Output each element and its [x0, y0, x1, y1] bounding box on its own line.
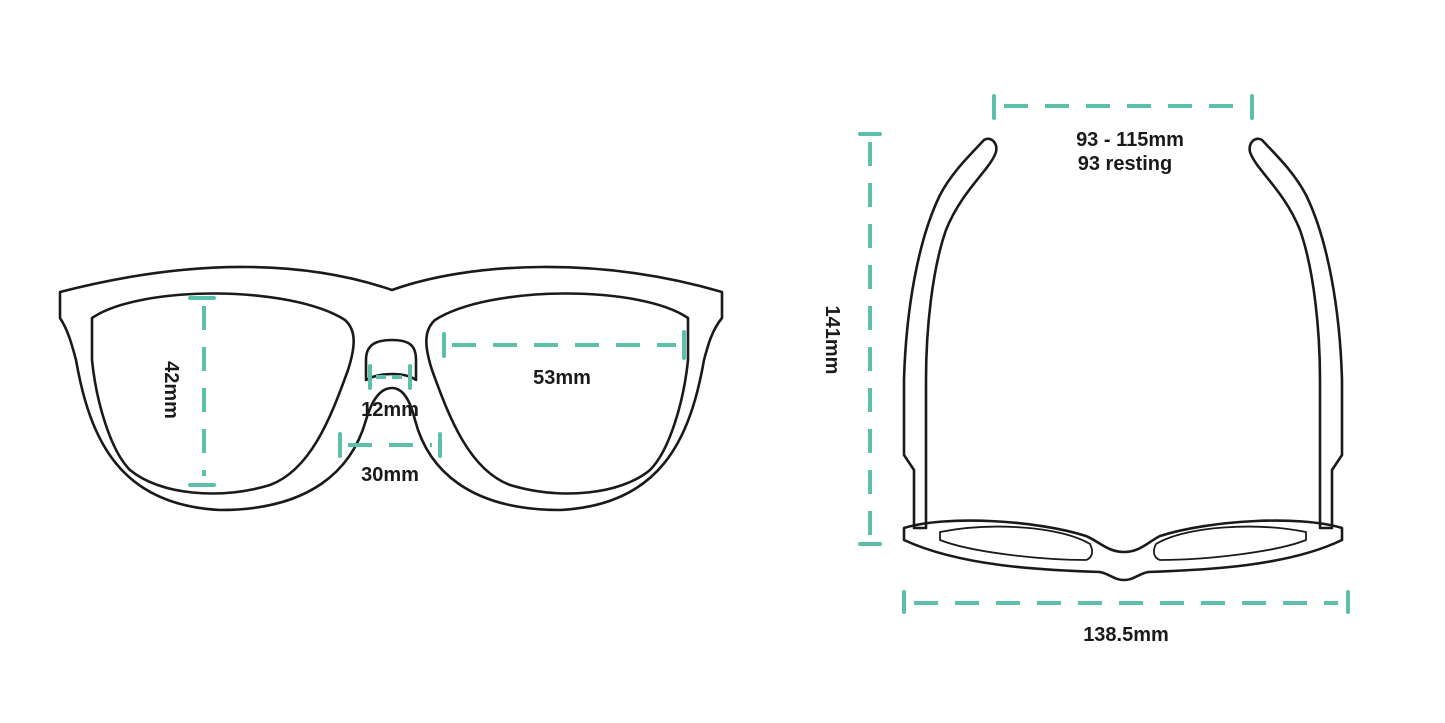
lens-width-dimension	[442, 330, 686, 360]
right-temple	[1248, 137, 1344, 530]
temple-length-label: 141mm	[821, 306, 843, 375]
bridge-width-label: 12mm	[361, 399, 419, 421]
frame-width-dimension	[902, 590, 1350, 614]
bridge-width-dimension	[368, 364, 412, 390]
left-lens-top	[939, 525, 1093, 561]
frame-width-label: 138.5mm	[1083, 624, 1169, 646]
left-lens	[90, 292, 355, 495]
right-lens	[425, 292, 690, 495]
frame-outline	[58, 265, 724, 512]
lens-width-label: 53mm	[533, 367, 591, 389]
bridge-spacing-dimension	[338, 432, 442, 458]
temple-length-dimension	[858, 132, 882, 546]
nose-bridge	[364, 338, 418, 382]
lens-height-label: 42mm	[160, 361, 182, 419]
right-lens-top	[1153, 525, 1307, 561]
temple-spread-label-line1: 93 - 115mm	[1076, 129, 1184, 151]
lens-height-dimension	[188, 296, 216, 487]
temple-spread-label-line2: 93 resting	[1078, 153, 1172, 175]
top-view	[902, 137, 1344, 582]
left-temple	[902, 137, 998, 530]
front-view	[58, 265, 724, 512]
frame-top-outline	[902, 519, 1344, 582]
bridge-spacing-label: 30mm	[361, 464, 419, 486]
temple-spread-dimension	[992, 94, 1254, 120]
